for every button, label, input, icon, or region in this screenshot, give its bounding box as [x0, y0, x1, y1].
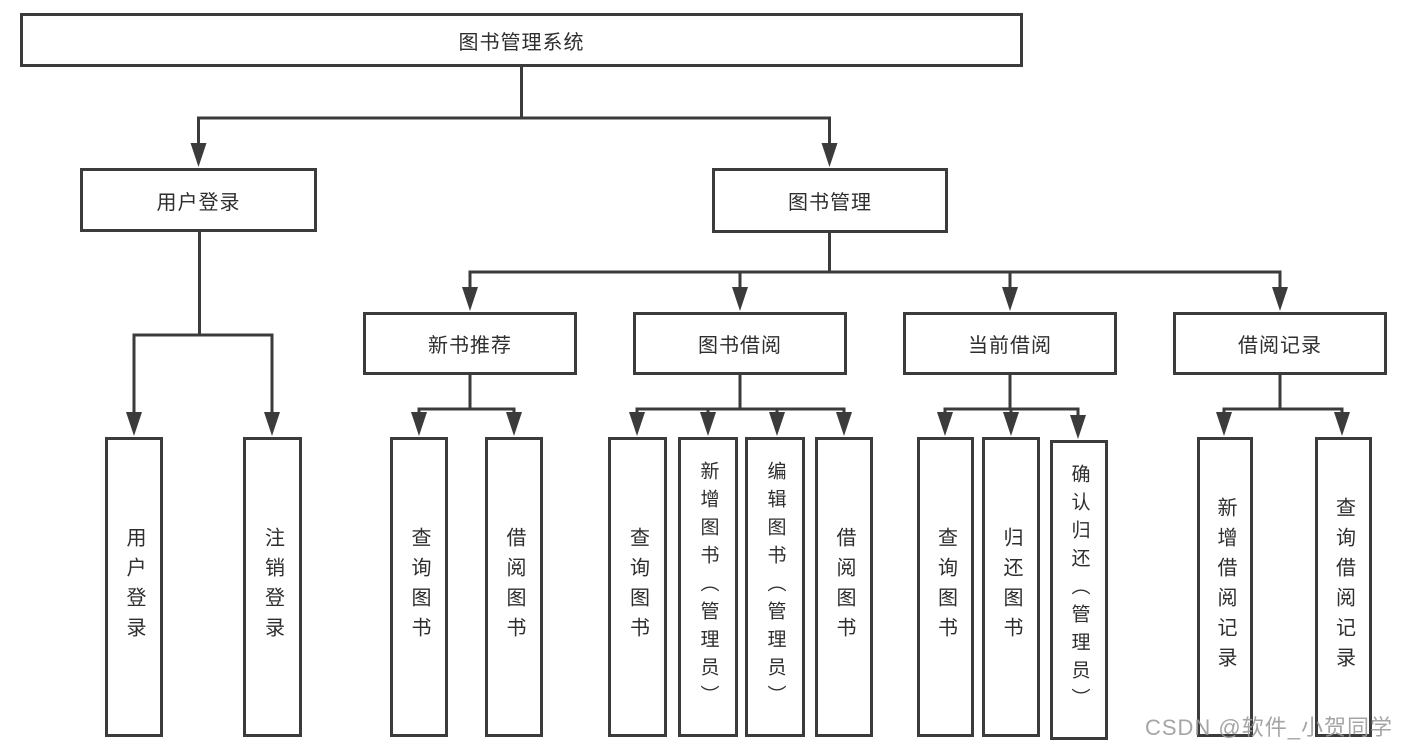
- leaf-logout: 注销登录: [243, 437, 302, 737]
- leaf-cb-confirm-return-admin: 确认归还（管理员）: [1050, 440, 1108, 740]
- leaf-bb-borrow-books: 借阅图书: [815, 437, 873, 737]
- leaf-nbr-borrow-books: 借阅图书: [485, 437, 543, 737]
- leaf-user-login: 用户登录: [105, 437, 163, 737]
- node-user-login: 用户登录: [80, 168, 317, 232]
- leaf-cb-query-books: 查询图书: [917, 437, 974, 737]
- leaf-bb-query-books: 查询图书: [608, 437, 667, 737]
- node-current-borrow: 当前借阅: [903, 312, 1117, 375]
- leaf-bb-add-book-admin: 新增图书（管理员）: [678, 437, 738, 737]
- node-book-management: 图书管理: [712, 168, 948, 233]
- leaf-bb-edit-book-admin: 编辑图书（管理员）: [745, 437, 805, 737]
- leaf-br-add-borrow-record: 新增借阅记录: [1197, 437, 1253, 737]
- leaf-br-query-borrow-record: 查询借阅记录: [1315, 437, 1372, 737]
- node-borrow-records: 借阅记录: [1173, 312, 1387, 375]
- leaf-cb-return-book: 归还图书: [982, 437, 1040, 737]
- node-book-borrow: 图书借阅: [633, 312, 847, 375]
- watermark: CSDN @软件_小贺同学: [1144, 715, 1393, 740]
- node-new-book-recommend: 新书推荐: [363, 312, 577, 375]
- node-root: 图书管理系统: [20, 13, 1023, 67]
- leaf-nbr-query-books: 查询图书: [390, 437, 448, 737]
